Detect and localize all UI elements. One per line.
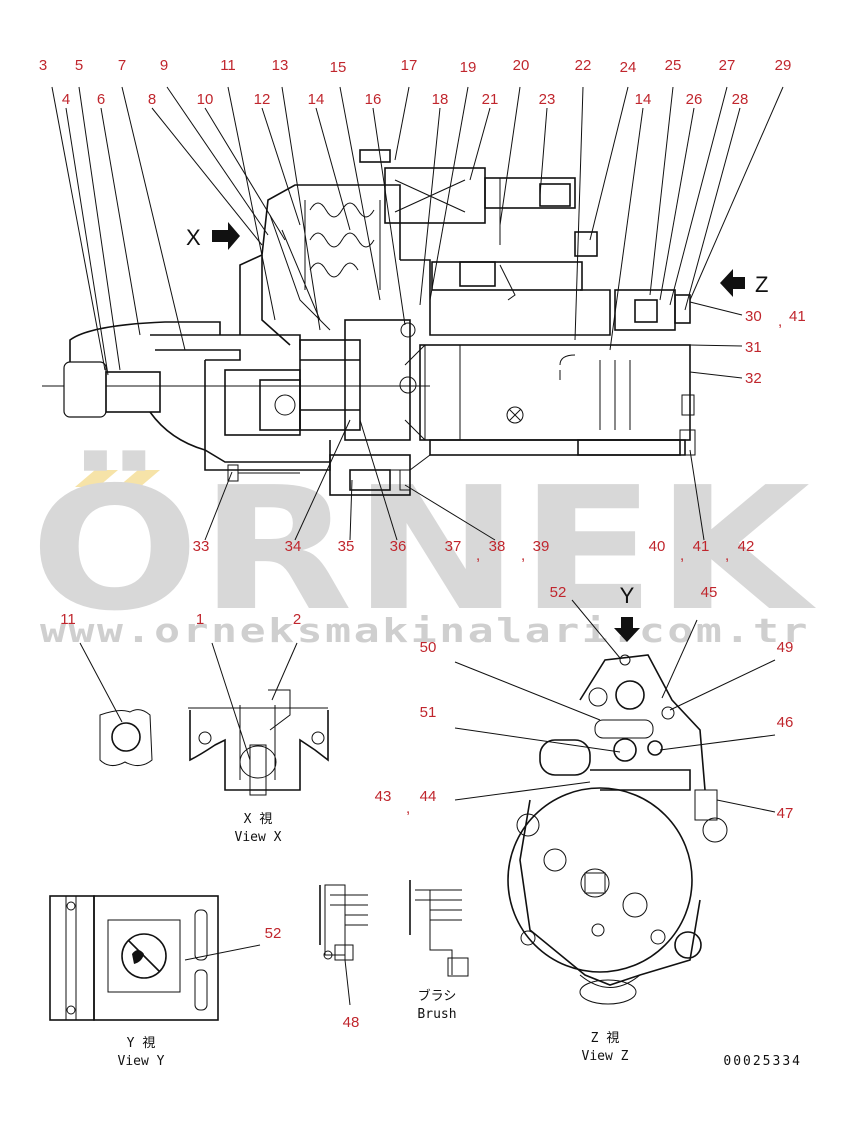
callout-49: 49 [777,639,794,656]
callout-10: 10 [197,91,214,108]
callout-23: 23 [539,91,556,108]
callout-15: 15 [330,59,347,76]
detail-11: 11 [60,611,153,766]
callout-12: 12 [254,91,271,108]
view-y-caption-en: View Y [118,1054,165,1069]
callout-27: 27 [719,57,736,74]
callout-4: 4 [62,91,70,108]
callout-45: 45 [701,584,718,601]
view-x-caption-en: View X [235,830,282,845]
callout-7: 7 [118,57,126,74]
view-y-drawing: 52 Y 視 View Y [49,895,282,1069]
brush-caption-en: Brush [417,1007,456,1022]
callout-8: 8 [148,91,156,108]
callout-50: 50 [420,639,437,656]
callout-19: 19 [460,59,477,76]
view-y-caption-jp: Y 視 [127,1036,156,1051]
callout-14: 14 [308,91,325,108]
callout-1: 1 [196,611,204,628]
callout-52-view-z: 52 [550,584,567,601]
callout-11: 11 [220,57,236,74]
callout-30: 30 [745,308,762,325]
view-z-caption-jp: Z 視 [591,1031,620,1046]
callout-18: 18 [432,91,449,108]
watermark-url: www.orneksmakinalari.com.tr [40,611,810,650]
callout-16: 16 [365,91,382,108]
brush-drawing: 48 ブラシ Brush [319,880,469,1031]
view-y-marker: Y [620,583,635,608]
callout-48: 48 [343,1014,360,1031]
callout-26: 26 [686,91,703,108]
svg-text:,: , [680,547,684,564]
brush-caption-jp: ブラシ [418,988,457,1004]
drawing-number: 00025334 [723,1054,802,1069]
callout-6: 6 [97,91,105,108]
callout-17: 17 [401,57,418,74]
main-callout-labels: 3 5 7 9 11 13 15 17 19 20 22 24 25 27 29… [39,57,806,564]
callout-38: 38 [489,538,506,555]
view-z-caption-en: View Z [582,1049,629,1064]
view-x-marker: X [186,225,201,250]
callout-31: 31 [745,339,762,356]
main-leader-lines [51,86,784,541]
callout-29: 29 [775,57,792,74]
svg-text:,: , [725,547,729,564]
svg-text:,: , [778,313,782,330]
callout-41b: 41 [693,538,710,555]
callout-28: 28 [732,91,749,108]
view-x-caption-jp: X 視 [244,812,273,827]
callout-37: 37 [445,538,462,555]
callout-52-view-y: 52 [265,925,282,942]
callout-33: 33 [193,538,210,555]
callout-35: 35 [338,538,355,555]
view-z-marker: Z [755,272,768,297]
svg-text:,: , [476,547,480,564]
callout-14b: 14 [635,91,652,108]
view-z-drawing: Y 52 45 [375,583,794,1064]
view-x-drawing: 1 2 X 視 View X [188,611,329,845]
callout-34: 34 [285,538,302,555]
callout-32: 32 [745,370,762,387]
callout-39: 39 [533,538,550,555]
callout-5: 5 [75,57,83,74]
callout-13: 13 [272,57,289,74]
callout-11-detail: 11 [60,611,76,628]
callout-44: 44 [420,788,437,805]
callout-3: 3 [39,57,47,74]
callout-20: 20 [513,57,530,74]
svg-text:,: , [521,547,525,564]
svg-text:,: , [406,800,410,817]
callout-40: 40 [649,538,666,555]
watermark-brand: ÖRNEK [30,450,816,649]
callout-9: 9 [160,57,168,74]
callout-25: 25 [665,57,682,74]
callout-22: 22 [575,57,592,74]
callout-43: 43 [375,788,392,805]
callout-47: 47 [777,805,794,822]
callout-51: 51 [420,704,437,721]
callout-42: 42 [738,538,755,555]
watermark: ÖRNEK www.orneksmakinalari.com.tr [30,450,816,650]
callout-46: 46 [777,714,794,731]
callout-41: 41 [789,308,806,325]
callout-24: 24 [620,59,637,76]
callout-2: 2 [293,611,301,628]
starter-main-drawing: X Z [42,149,768,496]
callout-21: 21 [482,91,499,108]
callout-36: 36 [390,538,407,555]
